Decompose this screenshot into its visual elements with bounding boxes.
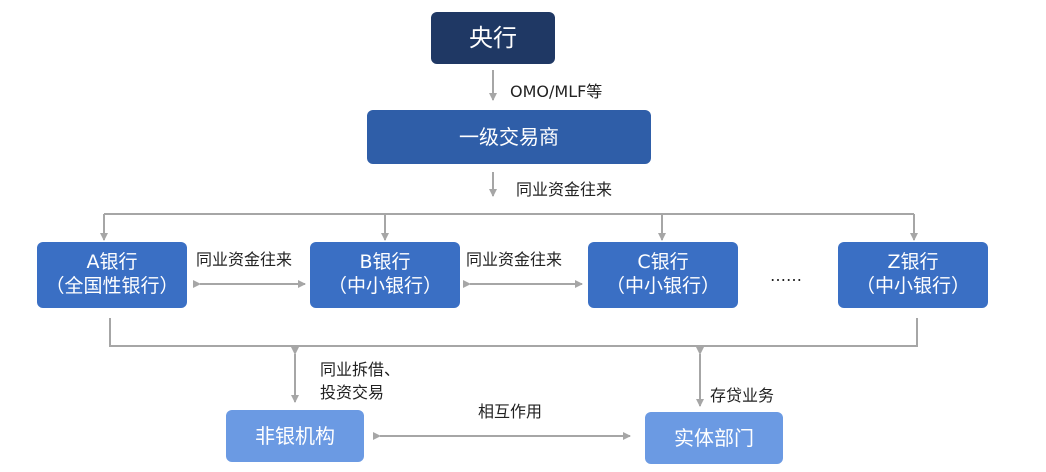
node-bank-c: C银行 （中小银行）	[588, 242, 738, 308]
primary-dealer-label: 一级交易商	[459, 124, 559, 149]
bank-a-type: （全国性银行）	[45, 275, 179, 297]
node-real-economy: 实体部门	[645, 412, 783, 464]
node-bank-b: B银行 （中小银行）	[310, 242, 460, 308]
non-bank-label: 非银机构	[255, 423, 335, 448]
node-non-bank: 非银机构	[226, 410, 364, 462]
bank-z-name: Z银行	[887, 251, 939, 274]
edge-label-lending-1: 同业拆借、	[320, 360, 401, 379]
edge-label-interbank-ab: 同业资金往来	[196, 250, 293, 269]
banks-bracket	[109, 318, 918, 347]
node-primary-dealer: 一级交易商	[367, 110, 651, 164]
bank-c-type: （中小银行）	[605, 275, 720, 297]
bank-ellipsis: ……	[770, 266, 802, 285]
central-bank-label: 央行	[469, 24, 517, 52]
edge-label-interbank-dealer: 同业资金往来	[516, 180, 613, 199]
bank-b-name: B银行	[359, 251, 411, 274]
edge-label-interaction: 相互作用	[478, 402, 543, 421]
edge-label-omo-mlf: OMO/MLF等	[510, 82, 603, 101]
edge-label-interbank-bc: 同业资金往来	[466, 250, 563, 269]
node-bank-z: Z银行 （中小银行）	[838, 242, 988, 308]
bank-z-type: （中小银行）	[855, 275, 970, 297]
bank-c-name: C银行	[637, 251, 689, 274]
edge-label-deposit-loan: 存贷业务	[710, 386, 775, 405]
node-central-bank: 央行	[431, 12, 555, 64]
edge-label-lending-2: 投资交易	[320, 383, 385, 402]
real-economy-label: 实体部门	[674, 425, 754, 450]
node-bank-a: A银行 （全国性银行）	[37, 242, 187, 308]
bank-a-name: A银行	[86, 251, 138, 274]
bank-b-type: （中小银行）	[327, 275, 442, 297]
